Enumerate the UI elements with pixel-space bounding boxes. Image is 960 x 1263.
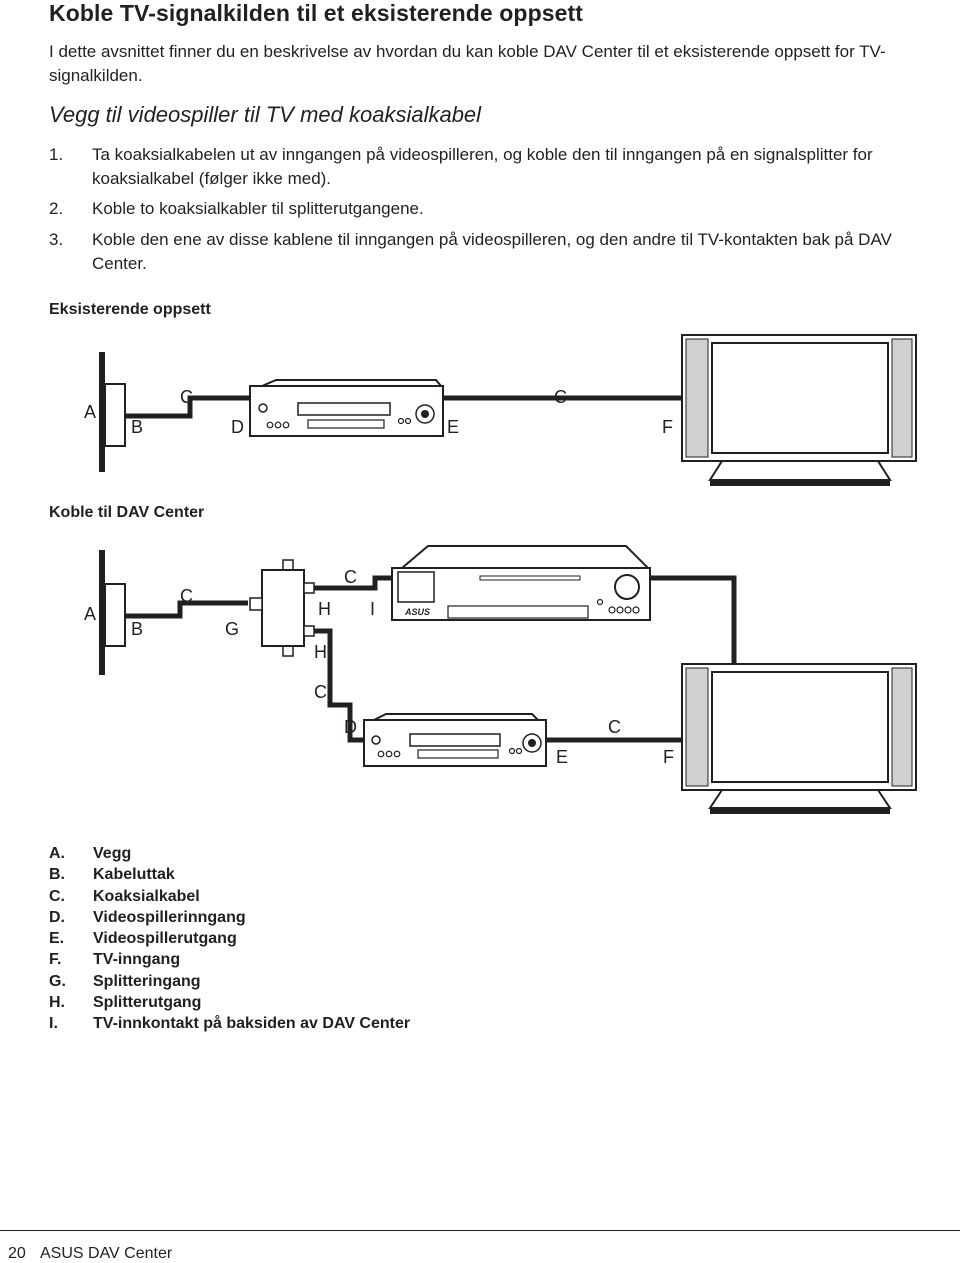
label-B: B xyxy=(131,417,143,437)
dav-center-setup-diagram: ASUS A B C G H C I H C D C E F xyxy=(84,545,917,814)
intro-paragraph: I dette avsnittet finner du en beskrivel… xyxy=(49,42,886,85)
label-G: G xyxy=(225,619,239,639)
label-A: A xyxy=(84,402,96,422)
tv-icon xyxy=(681,663,917,814)
section-subheading: Vegg til videospiller til TV med koaksia… xyxy=(49,102,482,127)
coax-cable-4 xyxy=(650,575,740,671)
label-C: C xyxy=(554,387,567,407)
label-C: C xyxy=(344,567,357,587)
label-I: I xyxy=(370,599,375,619)
step-number: 2. xyxy=(49,199,64,218)
label-H: H xyxy=(314,642,327,662)
label-A: A xyxy=(84,604,96,624)
label-C: C xyxy=(608,717,621,737)
label-H: H xyxy=(318,599,331,619)
step-number: 3. xyxy=(49,230,64,249)
label-D: D xyxy=(231,417,244,437)
label-C: C xyxy=(180,387,193,407)
coax-cable-3 xyxy=(314,628,364,743)
page-heading: Koble TV-signalkilden til et eksisterend… xyxy=(49,0,584,26)
step-text: Koble den ene av disse kablene til innga… xyxy=(92,230,892,273)
label-F: F xyxy=(663,747,674,767)
wall-outlet-icon xyxy=(104,583,126,647)
dav-center-icon: ASUS xyxy=(391,545,651,621)
existing-setup-diagram: A B C D C E F xyxy=(84,334,917,486)
step-1: 1. Ta koaksialkabelen ut av inngangen på… xyxy=(49,143,949,191)
tv-icon xyxy=(681,334,917,486)
footer-title: ASUS DAV Center xyxy=(40,1245,173,1262)
step-text: Ta koaksialkabelen ut av inngangen på vi… xyxy=(92,145,873,188)
label-F: F xyxy=(662,417,673,437)
step-3: 3. Koble den ene av disse kablene til in… xyxy=(49,228,949,276)
diagram2-caption: Koble til DAV Center xyxy=(49,504,205,521)
step-2: 2. Koble to koaksialkabler til splitteru… xyxy=(49,197,949,221)
coax-cable-1 xyxy=(125,600,248,619)
vcr-icon xyxy=(363,713,547,767)
splitter-icon xyxy=(249,559,315,657)
step-number: 1. xyxy=(49,145,64,164)
wall-outlet-icon xyxy=(104,383,126,447)
label-C: C xyxy=(314,682,327,702)
brand-logo: ASUS xyxy=(404,607,430,617)
page-number: 20 xyxy=(8,1245,26,1262)
diagram1-caption: Eksisterende oppsett xyxy=(49,301,211,318)
wall-icon xyxy=(99,352,105,472)
coax-cable-1 xyxy=(125,395,250,419)
vcr-icon xyxy=(249,379,444,437)
label-C: C xyxy=(180,586,193,606)
label-B: B xyxy=(131,619,143,639)
label-D: D xyxy=(344,717,357,737)
step-text: Koble to koaksialkabler til splitterutga… xyxy=(92,199,424,218)
footer-divider xyxy=(0,1230,960,1231)
coax-cable-2 xyxy=(314,575,392,591)
wall-icon xyxy=(99,550,105,675)
label-E: E xyxy=(556,747,568,767)
label-E: E xyxy=(447,417,459,437)
